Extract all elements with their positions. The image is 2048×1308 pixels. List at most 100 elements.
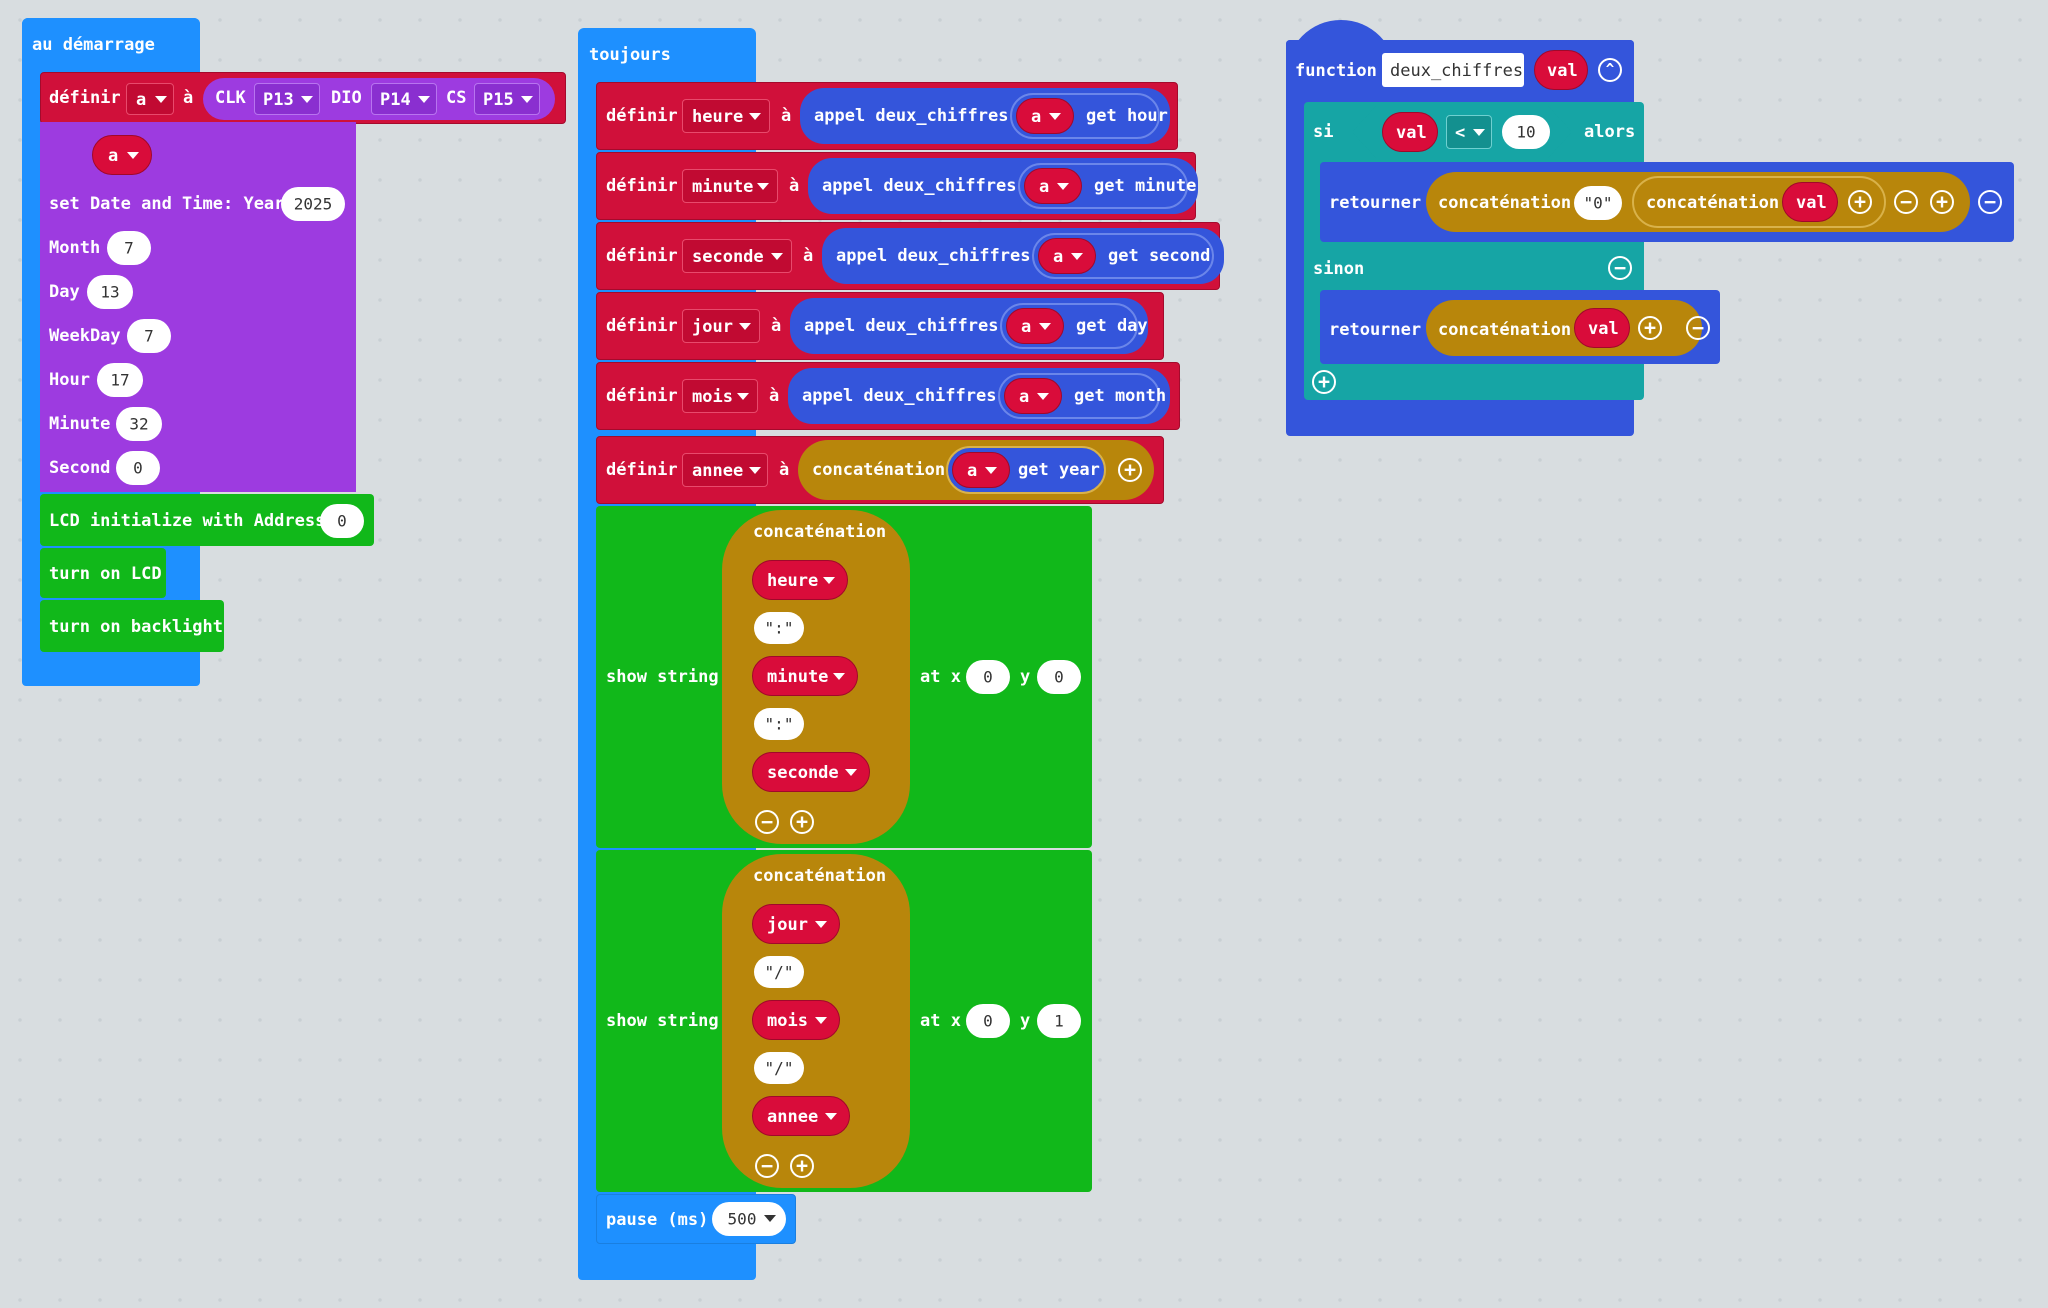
object-a-reporter[interactable]: a xyxy=(952,452,1010,488)
set-keyword: définir xyxy=(606,176,678,196)
getter-label: get hour xyxy=(1086,106,1168,126)
year-input[interactable]: 2025 xyxy=(281,187,345,221)
hour-input[interactable]: 17 xyxy=(97,363,143,397)
chevron-down-icon xyxy=(749,467,761,474)
variable-dropdown-annee[interactable]: annee xyxy=(682,453,768,487)
add-else-if-icon[interactable]: + xyxy=(1312,370,1336,394)
x-input-1[interactable]: 0 xyxy=(966,660,1010,694)
add-input-icon[interactable]: + xyxy=(790,810,814,834)
object-a-reporter[interactable]: a xyxy=(1016,98,1074,134)
variable-dropdown-mois[interactable]: mois xyxy=(682,379,758,413)
variable-dropdown-minute[interactable]: minute xyxy=(682,169,778,203)
chevron-down-icon xyxy=(1039,323,1051,330)
object-a-reporter[interactable]: a xyxy=(1004,378,1062,414)
collapse-icon[interactable]: ^ xyxy=(1598,58,1622,82)
pause-label: pause (ms) xyxy=(606,1210,709,1230)
variable-dropdown-seconde[interactable]: seconde xyxy=(682,239,792,273)
variable-dropdown-heure[interactable]: heure xyxy=(682,99,770,133)
weekday-input[interactable]: 7 xyxy=(127,319,171,353)
lcd-address-input[interactable]: 0 xyxy=(320,504,364,538)
chevron-down-icon xyxy=(127,152,139,159)
val-reporter[interactable]: val xyxy=(1382,112,1438,152)
cs-pin-dropdown[interactable]: P15 xyxy=(474,83,540,115)
separator-string-input[interactable]: "/" xyxy=(754,1052,804,1084)
turn-on-lcd-block[interactable] xyxy=(40,548,166,598)
concat-label: concaténation xyxy=(753,522,887,542)
chevron-down-icon xyxy=(1071,253,1083,260)
object-a-reporter[interactable]: a xyxy=(1006,308,1064,344)
set-keyword: définir xyxy=(606,386,678,406)
lcd-initialize-block[interactable] xyxy=(40,494,374,546)
chevron-down-icon xyxy=(155,96,167,103)
chevron-down-icon xyxy=(749,113,761,120)
concat-label: concaténation xyxy=(1438,193,1572,213)
remove-else-icon[interactable]: − xyxy=(1608,256,1632,280)
variable-seconde-reporter[interactable]: seconde xyxy=(752,752,870,792)
to-label: à xyxy=(769,386,780,406)
then-keyword: alors xyxy=(1584,122,1636,142)
pause-duration-dropdown[interactable]: 500 xyxy=(712,1202,786,1236)
chevron-down-icon xyxy=(815,1017,827,1024)
turn-on-backlight-block[interactable] xyxy=(40,600,224,652)
chevron-down-icon xyxy=(1057,183,1069,190)
day-input[interactable]: 13 xyxy=(87,275,133,309)
variable-mois-reporter[interactable]: mois xyxy=(752,1000,840,1040)
add-input-icon[interactable]: + xyxy=(1848,190,1872,214)
month-label: Month xyxy=(49,238,101,258)
param-val-reporter[interactable]: val xyxy=(1534,50,1588,90)
weekday-label: WeekDay xyxy=(49,326,121,346)
set-keyword: définir xyxy=(606,106,678,126)
call-label: appel deux_chiffres xyxy=(836,246,1031,266)
second-input[interactable]: 0 xyxy=(116,451,160,485)
to-label: à xyxy=(781,106,792,126)
object-a-reporter[interactable]: a xyxy=(1038,238,1096,274)
variable-minute-reporter[interactable]: minute xyxy=(752,656,858,696)
add-input-icon[interactable]: + xyxy=(790,1154,814,1178)
remove-input-icon[interactable]: − xyxy=(1978,190,2002,214)
remove-input-icon[interactable]: − xyxy=(755,1154,779,1178)
variable-jour-reporter[interactable]: jour xyxy=(752,904,840,944)
function-name-input[interactable]: deux_chiffres xyxy=(1382,53,1524,87)
chevron-down-icon xyxy=(737,393,749,400)
add-input-icon[interactable]: + xyxy=(1118,458,1142,482)
clk-pin-dropdown[interactable]: P13 xyxy=(254,83,320,115)
separator-string-input[interactable]: "/" xyxy=(754,956,804,988)
y-input-2[interactable]: 1 xyxy=(1037,1004,1081,1038)
month-input[interactable]: 7 xyxy=(107,231,151,265)
if-keyword: si xyxy=(1313,122,1334,142)
dio-pin-dropdown[interactable]: P14 xyxy=(371,83,437,115)
variable-a-reporter[interactable]: a xyxy=(92,135,152,175)
add-input-icon[interactable]: + xyxy=(1638,316,1662,340)
separator-string-input[interactable]: ":" xyxy=(754,708,804,740)
separator-string-input[interactable]: ":" xyxy=(754,612,804,644)
call-label: appel deux_chiffres xyxy=(814,106,1009,126)
to-label: à xyxy=(779,460,790,480)
getter-label: get day xyxy=(1076,316,1148,336)
set-datetime-block[interactable] xyxy=(40,122,356,492)
remove-input-icon[interactable]: − xyxy=(755,810,779,834)
x-input-2[interactable]: 0 xyxy=(966,1004,1010,1038)
minute-input[interactable]: 32 xyxy=(116,407,162,441)
remove-input-icon[interactable]: − xyxy=(1686,316,1710,340)
y-input-1[interactable]: 0 xyxy=(1037,660,1081,694)
variable-heure-reporter[interactable]: heure xyxy=(752,560,848,600)
at-x-label: at x xyxy=(920,667,961,687)
val-reporter[interactable]: val xyxy=(1782,182,1838,222)
remove-input-icon[interactable]: − xyxy=(1894,190,1918,214)
get-year-label: get year xyxy=(1018,460,1100,480)
zero-string-input[interactable]: "0" xyxy=(1574,186,1622,220)
add-input-icon[interactable]: + xyxy=(1930,190,1954,214)
operator-dropdown[interactable]: < xyxy=(1446,115,1492,149)
lcd-initialize-label: LCD initialize with Address xyxy=(49,511,326,531)
object-a-reporter[interactable]: a xyxy=(1024,168,1082,204)
chevron-down-icon xyxy=(823,577,835,584)
compare-value-input[interactable]: 10 xyxy=(1502,115,1550,149)
turn-on-backlight-label: turn on backlight xyxy=(49,617,223,637)
variable-dropdown-a[interactable]: a xyxy=(126,83,174,115)
variable-dropdown-jour[interactable]: jour xyxy=(682,309,760,343)
on-start-hat-label: au démarrage xyxy=(32,35,155,55)
val-reporter[interactable]: val xyxy=(1574,308,1630,348)
variable-annee-reporter[interactable]: annee xyxy=(752,1096,850,1136)
concat-inner-block[interactable] xyxy=(1632,176,1886,228)
set-keyword: définir xyxy=(606,246,678,266)
